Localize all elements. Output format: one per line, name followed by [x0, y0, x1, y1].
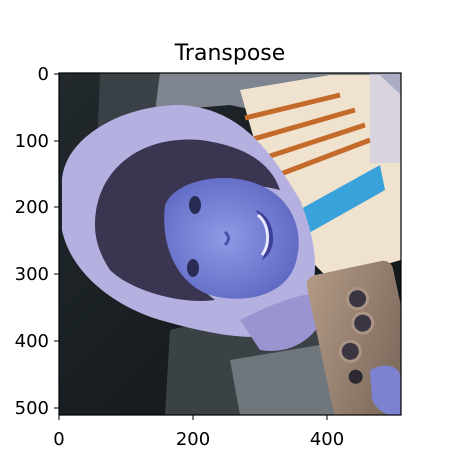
x-tick-label: 200 [176, 429, 210, 450]
x-axis: 0 200 400 [53, 415, 344, 450]
y-tick-label: 400 [15, 331, 49, 352]
y-tick-label: 200 [15, 197, 49, 218]
y-tick-label: 500 [15, 398, 49, 419]
axes-frame [58, 72, 402, 416]
x-tick-label: 400 [310, 429, 344, 450]
plot-title: Transpose [174, 41, 286, 66]
y-tick-label: 0 [38, 64, 49, 85]
transposed-photo [59, 73, 401, 415]
y-tick-label: 100 [15, 131, 49, 152]
x-tick-label: 0 [53, 429, 64, 450]
y-tick-label: 300 [15, 264, 49, 285]
y-axis: 0 100 200 300 400 500 [15, 64, 59, 419]
